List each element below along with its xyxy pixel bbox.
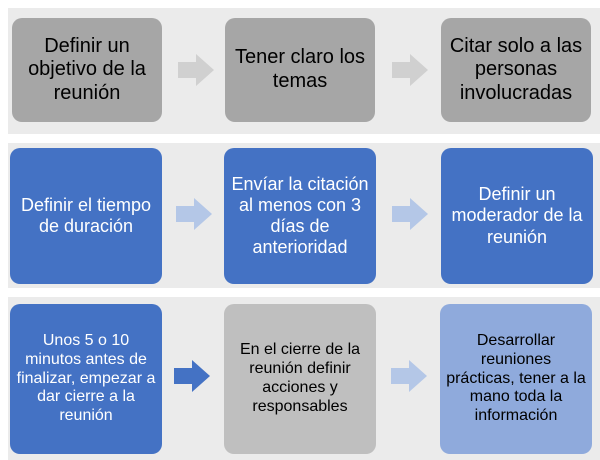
step-start-closing: Unos 5 o 10 minutos antes de finalizar, … xyxy=(10,304,162,454)
step-practical-meetings: Desarrollar reuniones prácticas, tener a… xyxy=(440,304,592,454)
arrow-right-icon xyxy=(392,54,428,86)
step-practical-meetings-label: Desarrollar reuniones prácticas, tener a… xyxy=(446,331,586,425)
step-start-closing-label: Unos 5 o 10 minutos antes de finalizar, … xyxy=(16,331,156,425)
arrow-right-icon xyxy=(174,360,210,392)
arrow-right-icon xyxy=(391,360,427,392)
step-define-objective: Definir un objetivo de la reunión xyxy=(12,18,162,122)
step-define-duration-label: Definir el tiempo de duración xyxy=(20,194,152,236)
step-define-moderator-label: Definir un moderador de la reunión xyxy=(451,184,583,247)
step-send-invitation: Envíar la citación al menos con 3 días d… xyxy=(224,148,376,284)
step-define-actions: En el cierre de la reunión definir accio… xyxy=(224,304,376,454)
step-define-actions-label: En el cierre de la reunión definir accio… xyxy=(239,341,361,415)
step-define-duration: Definir el tiempo de duración xyxy=(10,148,162,284)
step-invite-involved: Citar solo a las personas involucradas xyxy=(441,18,591,122)
step-clear-topics: Tener claro los temas xyxy=(225,18,375,122)
step-invite-involved-label: Citar solo a las personas involucradas xyxy=(449,34,583,104)
arrow-right-icon xyxy=(392,198,428,230)
step-define-objective-label: Definir un objetivo de la reunión xyxy=(28,34,146,104)
step-send-invitation-label: Envíar la citación al menos con 3 días d… xyxy=(231,173,369,258)
arrow-right-icon xyxy=(176,198,212,230)
step-define-moderator: Definir un moderador de la reunión xyxy=(441,148,593,284)
step-clear-topics-label: Tener claro los temas xyxy=(234,46,366,92)
arrow-right-icon xyxy=(178,54,214,86)
